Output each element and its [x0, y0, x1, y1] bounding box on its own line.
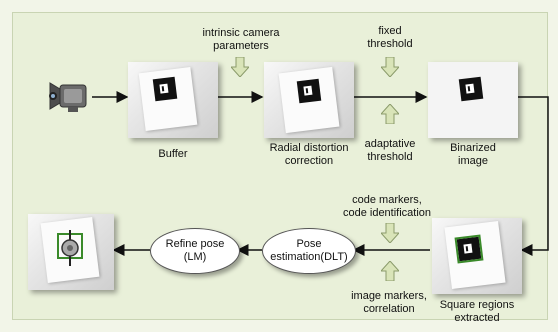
adaptative-threshold-arrow-icon — [381, 104, 399, 124]
radial-label: Radial distortion correction — [250, 142, 368, 168]
arrow-binarized-to-square — [517, 96, 549, 256]
radial-label-line2: correction — [284, 155, 334, 167]
radial-label-line1: Radial distortion — [269, 142, 349, 154]
fixed-threshold-label: fixed threshold — [355, 25, 425, 51]
pose-label-line2: estimation(DLT) — [270, 251, 348, 263]
adaptative-label-line2: threshold — [367, 151, 413, 163]
square-regions-label: Square regions extracted — [424, 299, 530, 325]
binarized-label: Binarized image — [428, 142, 518, 168]
augmented-object-icon — [57, 230, 83, 266]
adaptative-threshold-label: adaptative threshold — [352, 138, 428, 164]
binarized-thumbnail — [428, 62, 518, 138]
radial-marker — [296, 78, 322, 104]
intrinsic-label: intrinsic camera parameters — [196, 27, 286, 53]
intrinsic-label-line1: intrinsic camera — [202, 27, 280, 39]
square-label-line1: Square regions — [439, 299, 515, 311]
refine-label-line1: Refine pose — [165, 238, 225, 250]
binarized-label-line1: Binarized — [450, 142, 496, 154]
fixed-label-line1: fixed — [378, 25, 402, 37]
code-markers-arrow-icon — [381, 223, 399, 243]
square-label-line2: extracted — [454, 312, 500, 324]
image-markers-label: image markers, correlation — [346, 290, 432, 316]
buffer-marker — [152, 76, 178, 102]
refine-pose-node: Refine pose (LM) — [150, 228, 240, 274]
pose-estimation-node: Pose estimation(DLT) — [262, 228, 356, 274]
image-markers-label-line2: correlation — [363, 303, 415, 315]
image-markers-label-line1: image markers, — [351, 290, 427, 302]
result-thumbnail — [28, 214, 114, 290]
intrinsic-input-arrow-icon — [231, 57, 249, 77]
code-markers-label: code markers, code identification — [334, 194, 440, 220]
intrinsic-label-line2: parameters — [213, 40, 269, 52]
square-detected-marker — [454, 234, 484, 264]
buffer-thumbnail — [128, 62, 218, 138]
adaptative-label-line1: adaptative — [364, 138, 416, 150]
binarized-label-line2: image — [458, 155, 488, 167]
code-label-line2: code identification — [342, 207, 432, 219]
radial-thumbnail — [264, 62, 354, 138]
square-regions-thumbnail — [432, 218, 522, 294]
fixed-label-line2: threshold — [367, 38, 413, 50]
refine-label-line2: (LM) — [183, 251, 207, 263]
code-label-line1: code markers, — [352, 194, 422, 206]
video-camera-icon — [49, 82, 87, 112]
buffer-label: Buffer — [158, 148, 188, 160]
fixed-threshold-arrow-icon — [381, 57, 399, 77]
binarized-marker — [458, 76, 484, 102]
image-markers-arrow-icon — [381, 261, 399, 281]
pose-label-line1: Pose — [296, 238, 322, 250]
